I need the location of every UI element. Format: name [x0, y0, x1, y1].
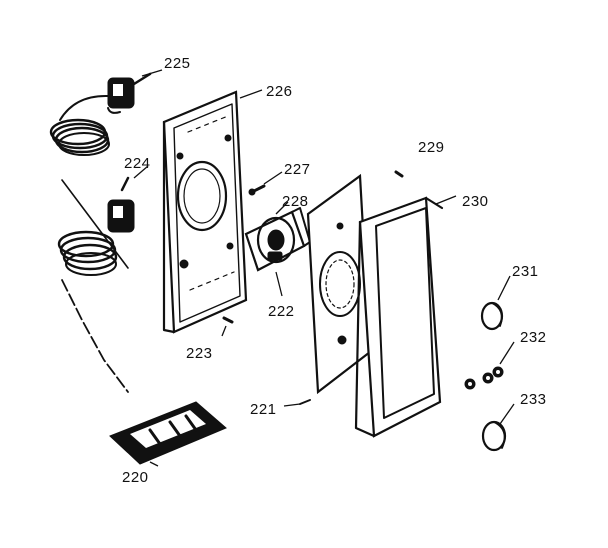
part-231-knob	[480, 301, 504, 331]
part-229-clip	[394, 170, 404, 178]
label-233: 233	[520, 391, 547, 408]
part-233-knob	[481, 420, 507, 452]
label-226: 226	[266, 83, 293, 100]
label-223: 223	[186, 345, 213, 362]
label-220: 220	[122, 469, 149, 486]
label-232: 232	[520, 329, 547, 346]
label-227: 227	[284, 161, 311, 178]
label-225: 225	[164, 55, 191, 72]
label-228: 228	[282, 193, 309, 210]
part-220-instruction-card	[109, 401, 227, 465]
part-230-front-frame	[354, 196, 444, 438]
label-229: 229	[418, 139, 445, 156]
part-222-thermostat-control	[244, 207, 311, 272]
label-230: 230	[462, 193, 489, 210]
leader-lines	[133, 69, 515, 467]
part-223-screw	[222, 316, 234, 324]
part-225-thermostat-coil	[49, 72, 152, 156]
label-231: 231	[512, 263, 539, 280]
capillary-tube	[61, 279, 129, 393]
part-227-screw	[248, 184, 266, 196]
label-221: 221	[250, 401, 277, 418]
part-232-screws	[464, 366, 504, 390]
part-224-thermostat-coil	[57, 176, 135, 276]
part-226-mounting-panel	[162, 90, 248, 334]
label-222: 222	[268, 303, 295, 320]
label-224: 224	[124, 155, 151, 172]
